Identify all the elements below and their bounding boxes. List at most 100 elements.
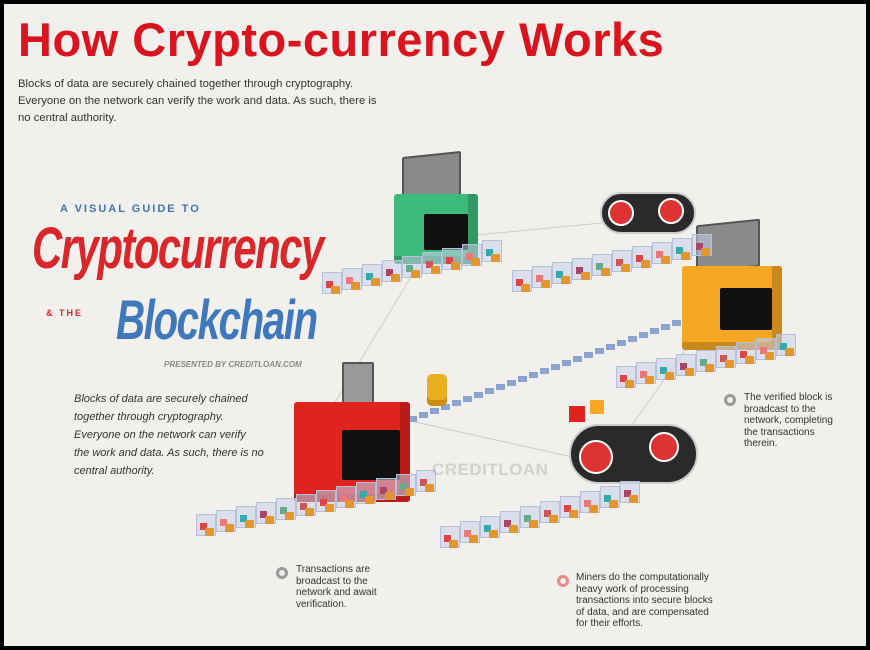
- path-dot: [617, 340, 626, 346]
- data-cube: [640, 371, 647, 378]
- chain-block: [396, 474, 416, 496]
- lock-icon: [451, 262, 460, 270]
- lock-icon: [405, 488, 414, 496]
- chain-block: [616, 366, 636, 388]
- data-cube: [760, 347, 767, 354]
- chain-block: [356, 482, 376, 504]
- path-dot: [485, 388, 494, 394]
- path-dot: [595, 348, 604, 354]
- lock-icon: [609, 500, 618, 508]
- data-cube: [740, 351, 747, 358]
- lock-icon: [325, 504, 334, 512]
- safe-door-icon: [424, 214, 468, 250]
- lock-icon: [245, 520, 254, 528]
- guide-and-the: & THE: [46, 308, 83, 318]
- chain-block: [756, 338, 776, 360]
- lock-icon: [561, 276, 570, 284]
- lock-icon: [725, 360, 734, 368]
- lock-icon: [431, 266, 440, 274]
- lock-icon: [305, 508, 314, 516]
- lock-icon: [385, 492, 394, 500]
- data-cube: [636, 255, 643, 262]
- path-dot: [408, 416, 417, 422]
- lock-icon: [345, 500, 354, 508]
- chain-block: [416, 470, 436, 492]
- chain-block: [612, 250, 632, 272]
- watermark: CREDITLOAN: [432, 460, 549, 479]
- lock-icon: [785, 348, 794, 356]
- chain-block: [362, 264, 382, 286]
- data-cube: [780, 343, 787, 350]
- lock-icon: [681, 252, 690, 260]
- chain-block: [500, 511, 520, 533]
- data-cube: [504, 520, 511, 527]
- chain-block: [440, 526, 460, 548]
- chain-block: [692, 234, 712, 256]
- lock-icon: [601, 268, 610, 276]
- path-dot: [628, 336, 637, 342]
- lock-icon: [665, 372, 674, 380]
- page-title: How Crypto-currency Works: [18, 13, 665, 66]
- coin-stack-icon: [427, 374, 447, 406]
- path-dot: [496, 384, 505, 390]
- chain-block: [552, 262, 572, 284]
- lock-icon: [365, 496, 374, 504]
- path-dot: [672, 320, 681, 326]
- chain-block: [322, 272, 342, 294]
- lock-icon: [541, 280, 550, 288]
- data-cube: [486, 249, 493, 256]
- data-cube: [564, 505, 571, 512]
- chain-block: [532, 266, 552, 288]
- data-cube: [676, 247, 683, 254]
- chain-block: [672, 238, 692, 260]
- fan-icon: [649, 432, 679, 462]
- path-dot: [562, 360, 571, 366]
- chain-block: [540, 501, 560, 523]
- guide-title-cryptocurrency: Cryptocurrency: [32, 216, 324, 281]
- data-cube: [326, 281, 333, 288]
- path-dot: [650, 328, 659, 334]
- chain-block: [520, 506, 540, 528]
- chain-block: [376, 478, 396, 500]
- lock-icon: [641, 260, 650, 268]
- data-cube: [720, 355, 727, 362]
- safe-door-icon: [342, 430, 400, 480]
- lock-icon: [411, 270, 420, 278]
- chain-block: [736, 342, 756, 364]
- lock-icon: [371, 278, 380, 286]
- chain-block: [592, 254, 612, 276]
- path-dot: [606, 344, 615, 350]
- data-cube: [556, 271, 563, 278]
- lock-icon: [509, 525, 518, 533]
- lock-icon: [265, 516, 274, 524]
- lock-icon: [569, 510, 578, 518]
- lock-icon: [621, 264, 630, 272]
- step-marker-icon: [276, 567, 288, 579]
- path-dot: [529, 372, 538, 378]
- fan-icon: [658, 198, 684, 224]
- data-cube: [260, 511, 267, 518]
- path-dot: [551, 364, 560, 370]
- data-cube: [596, 263, 603, 270]
- data-cube: [466, 253, 473, 260]
- data-cube: [584, 500, 591, 507]
- safe-door-icon: [720, 288, 772, 330]
- path-dot: [452, 400, 461, 406]
- path-dot: [419, 412, 428, 418]
- chain-block: [316, 490, 336, 512]
- data-cube: [420, 479, 427, 486]
- guide-description: Blocks of data are securely chained toge…: [74, 393, 264, 477]
- lock-icon: [745, 356, 754, 364]
- lock-icon: [205, 528, 214, 536]
- chain-block: [776, 334, 796, 356]
- path-dot: [518, 376, 527, 382]
- data-cube: [516, 279, 523, 286]
- chain-block: [716, 346, 736, 368]
- lock-icon: [645, 376, 654, 384]
- path-dot: [584, 352, 593, 358]
- data-cube: [696, 243, 703, 250]
- path-dot: [463, 396, 472, 402]
- data-cube: [624, 490, 631, 497]
- data-cube: [464, 530, 471, 537]
- data-cube: [360, 491, 367, 498]
